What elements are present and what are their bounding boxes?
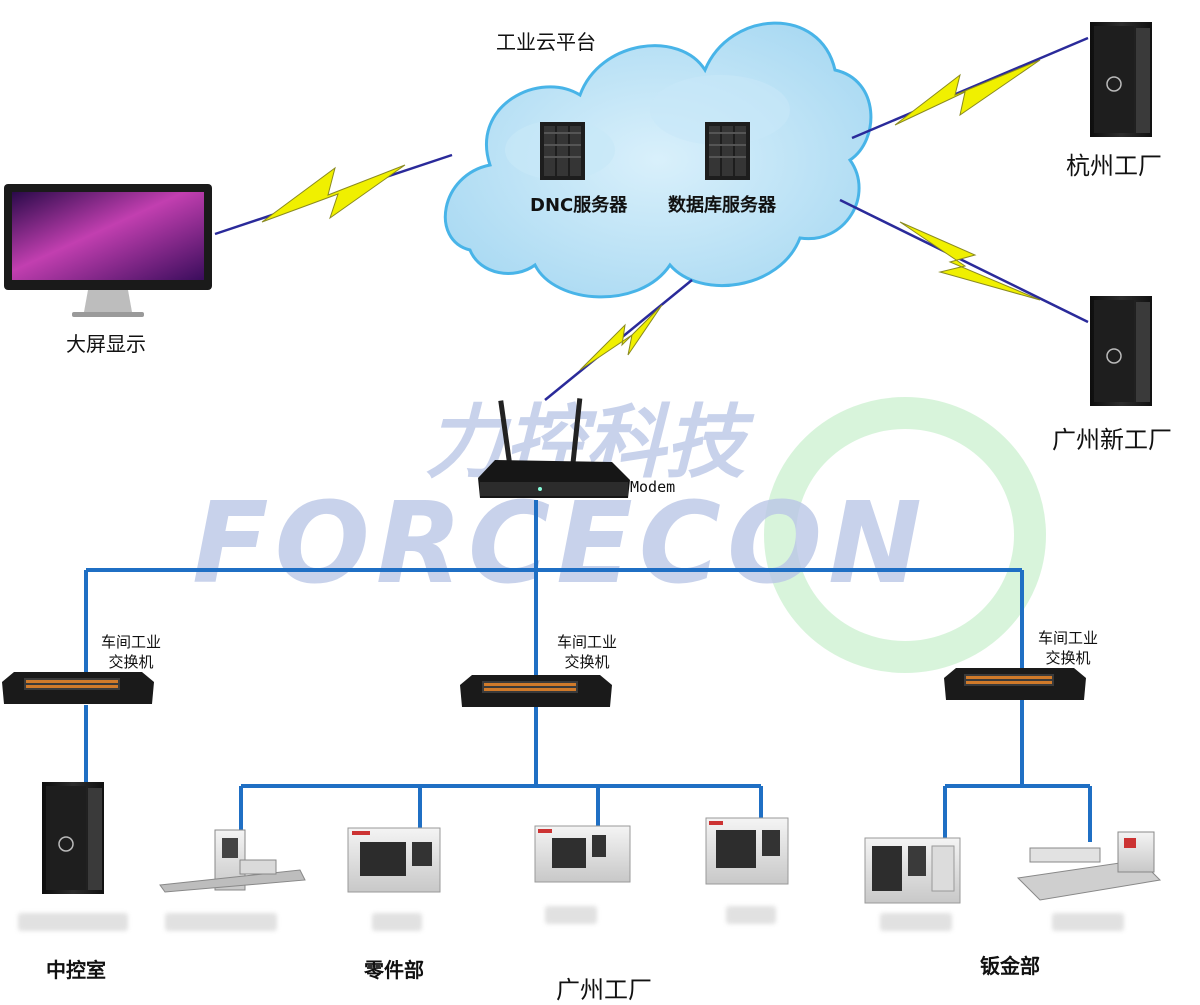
switch-label-line1: 车间工业 — [1037, 629, 1099, 647]
switch-icon — [2, 672, 154, 704]
switch-label-middle: 车间工业 交换机 — [557, 632, 617, 672]
database-server-label: 数据库服务器 — [668, 195, 776, 216]
wireless-link-guangzhou-new — [839, 198, 1089, 324]
blurred-caption — [545, 906, 597, 924]
blurred-caption — [880, 913, 952, 931]
sheet-metal-machine-icon — [864, 837, 961, 904]
department-sheet-metal: 钣金部 — [980, 954, 1040, 978]
switch-icon — [944, 668, 1086, 700]
switch-icon — [460, 675, 612, 707]
boring-mill-machine-icon — [159, 829, 306, 893]
department-control-room: 中控室 — [46, 958, 106, 982]
switch-label-right: 车间工业 交换机 — [1038, 628, 1098, 668]
department-parts: 零件部 — [364, 958, 424, 982]
desktop-tower-icon — [1090, 296, 1152, 406]
dnc-server-label: DNC服务器 — [530, 195, 628, 216]
lightning-icon — [261, 164, 406, 223]
desktop-tower-icon — [42, 782, 104, 894]
switch-label-line2: 交换机 — [108, 653, 154, 671]
vertical-machining-center-icon — [705, 817, 789, 885]
watermark-ring — [764, 397, 1046, 673]
server-rack-icon — [705, 122, 750, 180]
wireless-link-display — [214, 153, 453, 236]
modem-icon — [478, 398, 630, 498]
wireless-link-hangzhou — [851, 36, 1089, 140]
guangzhou-new-factory-label: 广州新工厂 — [1052, 426, 1172, 454]
lightning-icon — [579, 304, 663, 371]
blurred-caption — [726, 906, 776, 924]
cloud — [443, 21, 873, 299]
watermark: 力控科技 FORCECON — [192, 396, 1046, 673]
desktop-tower-icon — [1090, 22, 1152, 137]
okuma-machine-icon — [347, 827, 441, 893]
blurred-caption — [165, 913, 277, 931]
blurred-caption — [18, 913, 128, 931]
lightning-icon — [894, 59, 1041, 126]
factory-name: 广州工厂 — [556, 976, 652, 1004]
cloud-title: 工业云平台 — [496, 30, 596, 54]
switch-label-line2: 交换机 — [564, 653, 610, 671]
laser-cutter-machine-icon — [1016, 831, 1162, 901]
server-rack-icon — [540, 122, 585, 180]
switch-label-line1: 车间工业 — [556, 633, 618, 651]
wireless-link-modem — [544, 279, 693, 401]
blurred-caption — [1052, 913, 1124, 931]
hangzhou-factory-label: 杭州工厂 — [1066, 152, 1162, 180]
switch-label-left: 车间工业 交换机 — [101, 632, 161, 672]
display-label: 大屏显示 — [66, 332, 146, 356]
blurred-caption — [372, 913, 422, 931]
watermark-en: FORCECON — [192, 479, 928, 609]
lightning-icon — [899, 221, 1041, 301]
modem-label: Modem — [630, 478, 676, 496]
switch-label-line2: 交换机 — [1045, 649, 1091, 667]
monitor-icon — [4, 184, 212, 317]
switch-label-line1: 车间工业 — [100, 633, 162, 651]
turning-center-machine-icon — [534, 825, 631, 883]
